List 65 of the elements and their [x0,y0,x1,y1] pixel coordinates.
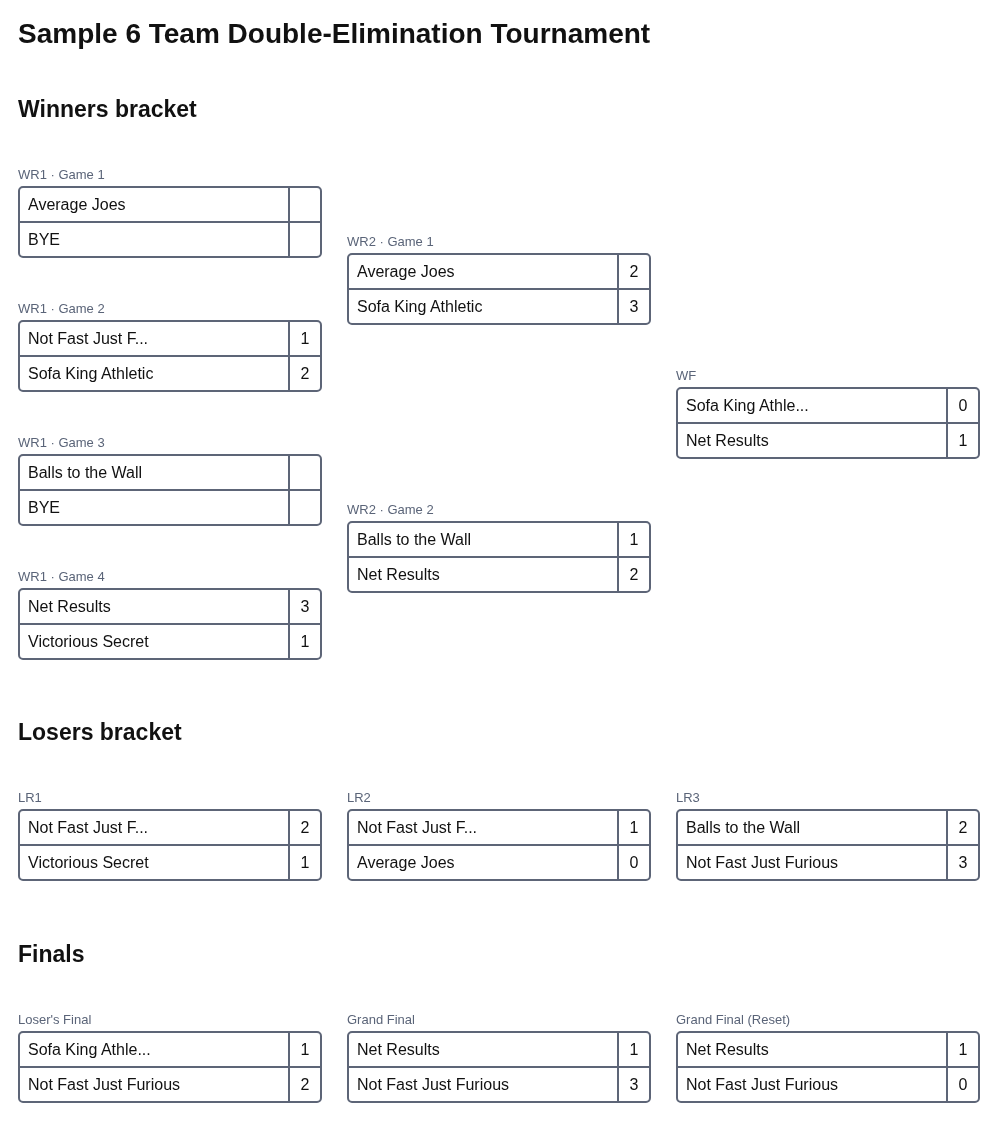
team-name: Net Results [356,1040,441,1060]
section-heading: Winners bracket [18,96,197,123]
match-label: WR2 · Game 2 [347,503,435,519]
match-label: WR1 · Game 3 [18,436,106,452]
team-name: Sofa King Athletic [356,297,484,317]
team-name: BYE [27,230,61,250]
team-name: Victorious Secret [27,853,150,873]
match-label: Grand Final [347,1013,416,1029]
match-label: LR3 [676,791,701,807]
score-cell: 1 [288,625,320,658]
team-name: Sofa King Athle... [685,396,810,416]
score-cell: 2 [946,811,978,844]
team-name: Not Fast Just F... [356,818,479,838]
team-name: Balls to the Wall [685,818,802,838]
match-label: LR1 [18,791,43,807]
match-label: LR2 [347,791,372,807]
score-cell: 1 [617,811,649,844]
score-cell: 1 [288,846,320,879]
team-name: BYE [27,498,61,518]
team-name: Not Fast Just F... [27,818,150,838]
match-label: WF [676,369,698,385]
score-cell: 0 [617,846,649,879]
team-name: Balls to the Wall [27,463,144,483]
match-label: WR1 · Game 4 [18,570,106,586]
score-cell: 3 [288,590,320,623]
score-cell: 1 [288,1033,320,1066]
match-label: WR2 · Game 1 [347,235,435,251]
team-name: Net Results [685,431,770,451]
team-name: Balls to the Wall [356,530,473,550]
score-cell: 3 [946,846,978,879]
team-name: Not Fast Just Furious [685,853,840,873]
score-cell: 2 [288,357,320,390]
score-cell: 3 [617,1068,649,1101]
team-name: Average Joes [356,262,456,282]
match-label: Loser's Final [18,1013,93,1029]
score-cell: 0 [946,1068,978,1101]
team-name: Not Fast Just Furious [356,1075,511,1095]
team-name: Average Joes [27,195,127,215]
score-cell: 2 [288,811,320,844]
team-name: Not Fast Just Furious [685,1075,840,1095]
team-name: Sofa King Athletic [27,364,155,384]
score-cell: 0 [946,389,978,422]
page-title: Sample 6 Team Double-Elimination Tournament [18,18,651,50]
score-cell: 1 [946,1033,978,1066]
score-cell: 1 [617,1033,649,1066]
score-cell: 1 [946,424,978,457]
score-cell: 1 [288,322,320,355]
team-name: Net Results [685,1040,770,1060]
match-label: WR1 · Game 1 [18,168,106,184]
score-cell: 2 [617,558,649,591]
team-name: Victorious Secret [27,632,150,652]
score-cell: 2 [288,1068,320,1101]
team-name: Average Joes [356,853,456,873]
match-label: Grand Final (Reset) [676,1013,792,1029]
score-cell: 3 [617,290,649,323]
team-name: Not Fast Just F... [27,329,150,349]
team-name: Net Results [27,597,112,617]
team-name: Net Results [356,565,441,585]
team-name: Not Fast Just Furious [27,1075,182,1095]
section-heading: Finals [18,941,85,968]
score-cell: 1 [617,523,649,556]
section-heading: Losers bracket [18,719,182,746]
score-cell: 2 [617,255,649,288]
match-label: WR1 · Game 2 [18,302,106,318]
team-name: Sofa King Athle... [27,1040,152,1060]
